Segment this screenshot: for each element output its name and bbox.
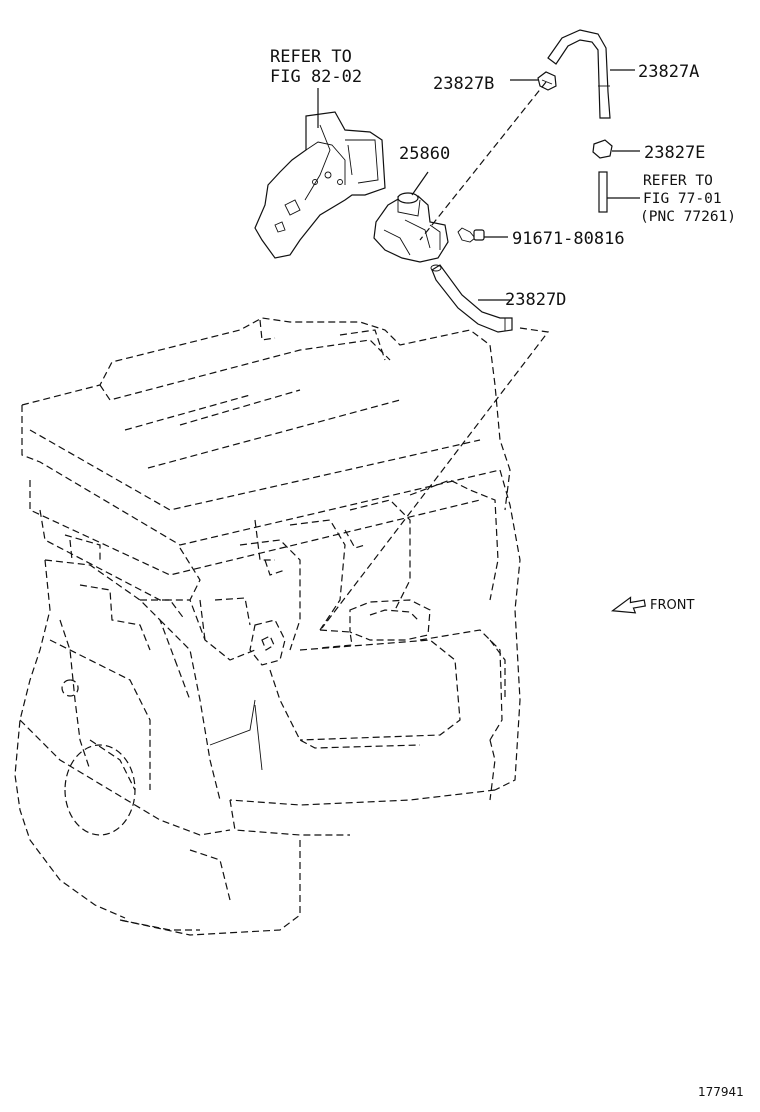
tube-fig77 (598, 171, 640, 213)
figure-id: 177941 (698, 1085, 744, 1099)
clamp-23827B (510, 71, 557, 91)
hose-23827A (547, 29, 635, 119)
refer-fig77-line2: FIG 77-01 (643, 191, 722, 207)
part-23827B-label: 23827B (433, 74, 494, 94)
part-23827E-label: 23827E (644, 143, 705, 163)
engine-block (14, 317, 521, 936)
refer-fig77-line1: REFER TO (643, 173, 713, 189)
bracket-fig82 (254, 88, 386, 259)
part-25860-label: 25860 (399, 144, 450, 164)
refer-fig82-line1: REFER TO (270, 47, 352, 67)
front-label: FRONT (650, 598, 694, 613)
plug-23827E (592, 139, 640, 159)
bolt-91671 (457, 227, 508, 243)
refer-fig82-line2: FIG 82-02 (270, 67, 362, 87)
part-91671-label: 91671-80816 (512, 229, 625, 249)
vsv-25860 (373, 171, 449, 263)
part-23827D-label: 23827D (505, 290, 566, 310)
refer-fig77-line3: (PNC 77261) (640, 209, 736, 225)
routing-lines (321, 81, 550, 629)
front-arrow-icon (610, 596, 646, 614)
hose-23827D (430, 264, 513, 333)
part-23827A-label: 23827A (638, 62, 699, 82)
